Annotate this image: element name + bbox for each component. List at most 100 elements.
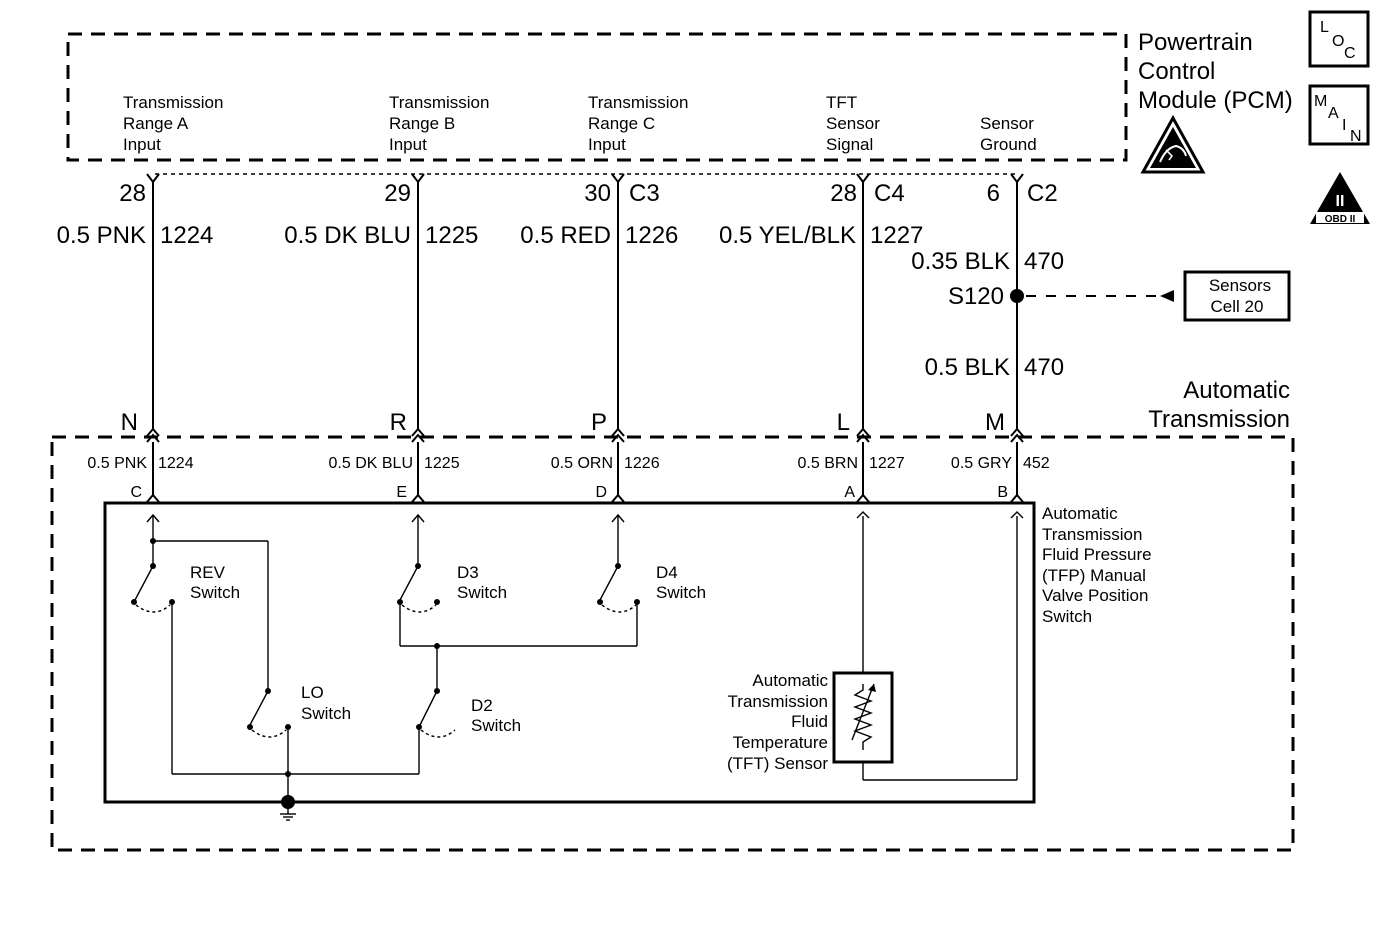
pcm-box: [66, 32, 1128, 162]
connector-symbols: [146, 427, 1024, 443]
pcm-conn-c3: C3: [629, 180, 660, 207]
svg-text:Automatic: Automatic: [752, 671, 828, 690]
terminal-a: A: [844, 484, 855, 501]
internal-arrows: [146, 511, 1024, 523]
svg-text:Input: Input: [123, 135, 161, 154]
rev-switch-label-2: Switch: [190, 583, 240, 602]
conn-pin-l: L: [837, 409, 850, 436]
svg-text:(TFP) Manual: (TFP) Manual: [1042, 566, 1146, 585]
d4-switch-label-1: D4: [656, 563, 678, 582]
svg-text:L: L: [1320, 19, 1329, 36]
pcm-conn-c2: C2: [1027, 180, 1058, 207]
pcm-pin-c: 30: [584, 180, 611, 207]
d3-switch-label-1: D3: [457, 563, 479, 582]
svg-text:Transmission: Transmission: [123, 93, 223, 112]
int-circuit-452: 452: [1023, 455, 1050, 472]
int-circuit-1227: 1227: [869, 455, 905, 472]
transmission-box: [50, 435, 1295, 852]
d2-switch-label-1: D2: [471, 696, 493, 715]
pcm-pin-tft: 28: [830, 180, 857, 207]
rev-switch-label-1: REV: [190, 563, 226, 582]
wire-470: [1010, 173, 1024, 430]
d3-switch: [397, 516, 440, 646]
wire-circuit-1227: 1227: [870, 222, 923, 249]
wire-1225: [411, 173, 425, 430]
sensors-cell-ref-box[interactable]: [1183, 270, 1291, 322]
wire-label-yelblk: 0.5 YEL/BLK: [719, 222, 856, 249]
svg-text:A: A: [1328, 105, 1339, 122]
int-wire-brn: 0.5 BRN: [798, 455, 858, 472]
svg-text:(TFT) Sensor: (TFT) Sensor: [727, 754, 828, 773]
int-wire-pnk: 0.5 PNK: [87, 455, 147, 472]
wire-circuit-1226: 1226: [625, 222, 678, 249]
terminal-e: E: [396, 484, 407, 501]
svg-text:Transmission: Transmission: [728, 692, 828, 711]
svg-text:N: N: [1350, 128, 1362, 145]
internal-wires: [146, 442, 1024, 503]
conn-pin-r: R: [390, 409, 407, 436]
svg-text:Signal: Signal: [826, 135, 873, 154]
lo-switch-label-2: Switch: [301, 704, 351, 723]
svg-text:II: II: [1336, 193, 1345, 210]
tfp-switch-box: [103, 501, 1036, 804]
loc-icon: L O C: [1308, 10, 1370, 68]
d3-switch-label-2: Switch: [457, 583, 507, 602]
pcm-pin-b: 29: [384, 180, 411, 207]
conn-pin-p: P: [591, 409, 607, 436]
ground-bus: [172, 771, 419, 809]
tfp-label: Automatic Transmission Fluid Pressure (T…: [1042, 504, 1152, 626]
d4-switch-label-2: Switch: [656, 583, 706, 602]
main-icon: M A I N: [1308, 84, 1370, 146]
wire-label-05blk: 0.5 BLK: [925, 354, 1010, 381]
svg-text:Input: Input: [389, 135, 427, 154]
svg-text:Fluid: Fluid: [791, 712, 828, 731]
pcm-pin-ground: 6: [987, 180, 1000, 207]
reference-arrow-icon: [1160, 290, 1174, 302]
svg-text:Fluid Pressure: Fluid Pressure: [1042, 545, 1152, 564]
transmission-title-1: Automatic: [1183, 377, 1290, 404]
svg-text:TFT: TFT: [826, 93, 857, 112]
tft-sensor-label: Automatic Transmission Fluid Temperature…: [727, 671, 829, 773]
terminal-d: D: [595, 484, 607, 501]
obd-ii-icon: OBD II II: [1310, 172, 1370, 225]
svg-text:Range C: Range C: [588, 114, 655, 133]
svg-text:Range A: Range A: [123, 114, 189, 133]
tft-sensor-wiring: [862, 516, 1018, 781]
pcm-title-3: Module (PCM): [1138, 87, 1293, 114]
int-circuit-1225: 1225: [424, 455, 460, 472]
lo-switch-label-1: LO: [301, 683, 324, 702]
svg-text:Transmission: Transmission: [389, 93, 489, 112]
svg-text:O: O: [1332, 33, 1344, 50]
wire-label-035blk: 0.35 BLK: [911, 248, 1010, 275]
svg-text:Transmission: Transmission: [588, 93, 688, 112]
esd-warning-icon: [1140, 114, 1206, 174]
pcm-pin-a: 28: [119, 180, 146, 207]
d-bus: [400, 643, 637, 691]
ref-line-2: Cell 20: [1211, 297, 1264, 316]
svg-text:M: M: [1314, 93, 1327, 110]
d2-switch: [416, 688, 456, 774]
pcm-input-a: Transmission Range A Input: [123, 93, 223, 154]
pcm-input-ground: Sensor Ground: [980, 114, 1037, 154]
int-wire-dkblu: 0.5 DK BLU: [329, 455, 413, 472]
pcm-input-tft: TFT Sensor Signal: [826, 93, 880, 154]
wire-label-red: 0.5 RED: [520, 222, 611, 249]
splice-s120-dot: [1010, 289, 1024, 303]
terminal-c: C: [130, 484, 142, 501]
rev-switch: [131, 516, 268, 774]
wire-circuit-1225: 1225: [425, 222, 478, 249]
pcm-conn-c4: C4: [874, 180, 905, 207]
wire-circuit-470-lower: 470: [1024, 354, 1064, 381]
wire-circuit-1224: 1224: [160, 222, 213, 249]
conn-pin-m: M: [985, 409, 1005, 436]
lo-switch: [247, 541, 291, 796]
splice-s120-label: S120: [948, 283, 1004, 310]
svg-text:Sensor: Sensor: [980, 114, 1034, 133]
svg-text:Sensor: Sensor: [826, 114, 880, 133]
int-circuit-1224: 1224: [158, 455, 194, 472]
wire-1226: [611, 173, 625, 430]
wire-label-pnk: 0.5 PNK: [57, 222, 146, 249]
svg-text:C: C: [1344, 45, 1356, 62]
svg-text:I: I: [1342, 117, 1346, 134]
wire-1227: [856, 173, 870, 430]
